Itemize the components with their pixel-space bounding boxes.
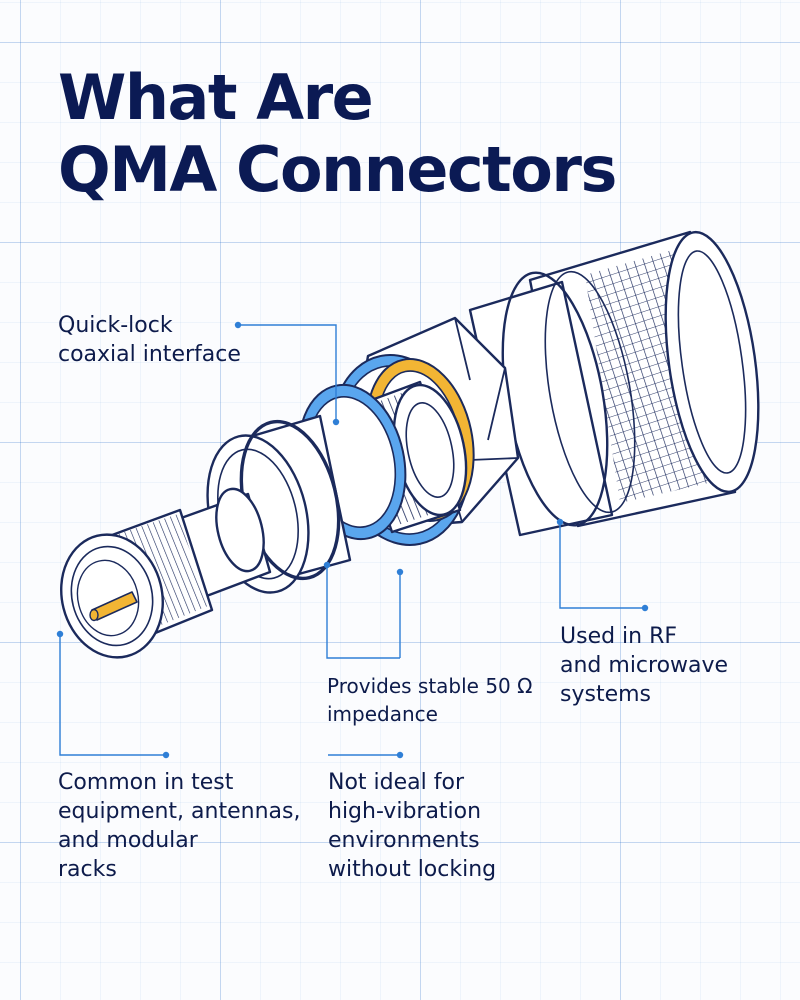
callout-vibration-line-3: environments xyxy=(328,828,480,853)
callout-common-line-2: equipment, antennas, xyxy=(58,799,301,824)
leader-dots xyxy=(56,321,649,759)
callout-quick-lock-line-2: coaxial interface xyxy=(58,342,241,367)
center-pin xyxy=(89,591,138,622)
callout-common-use: Common in test equipment, antennas, and … xyxy=(58,768,300,884)
leader-rf-microwave xyxy=(559,522,645,609)
callout-common-line-4: racks xyxy=(58,857,117,882)
callout-vibration-line-2: high-vibration xyxy=(328,799,482,824)
callout-common-line-3: and modular xyxy=(58,828,198,853)
callout-quick-lock-line-1: Quick-lock xyxy=(58,313,173,338)
callout-vibration-line-4: without locking xyxy=(328,857,497,882)
callout-impedance: Provides stable 50 Ω impedance xyxy=(327,672,532,728)
leader-common-use xyxy=(59,634,166,756)
callout-impedance-line-1: Provides stable 50 Ω xyxy=(327,674,533,698)
callout-quick-lock: Quick-lock coaxial interface xyxy=(58,311,241,369)
callout-rf-line-3: systems xyxy=(560,682,651,707)
callout-rf-line-1: Used in RF xyxy=(560,624,678,649)
callout-vibration-line-1: Not ideal for xyxy=(328,770,464,795)
callout-rf-microwave: Used in RF and microwave systems xyxy=(560,622,728,709)
callout-common-line-1: Common in test xyxy=(58,770,234,795)
title-line-2: QMA Connectors xyxy=(58,133,617,206)
title-line-1: What Are xyxy=(58,61,374,134)
callout-rf-line-2: and microwave xyxy=(560,653,729,678)
callout-impedance-line-2: impedance xyxy=(327,702,438,726)
rear-knurled-sleeve xyxy=(528,230,760,528)
leader-quick-lock xyxy=(238,324,337,422)
front-knurled-nut xyxy=(60,508,214,659)
callout-vibration: Not ideal for high-vibration environment… xyxy=(328,768,496,884)
leader-impedance-left xyxy=(326,565,400,659)
leader-lines xyxy=(59,324,645,756)
page-title: What Are QMA Connectors xyxy=(58,61,617,206)
